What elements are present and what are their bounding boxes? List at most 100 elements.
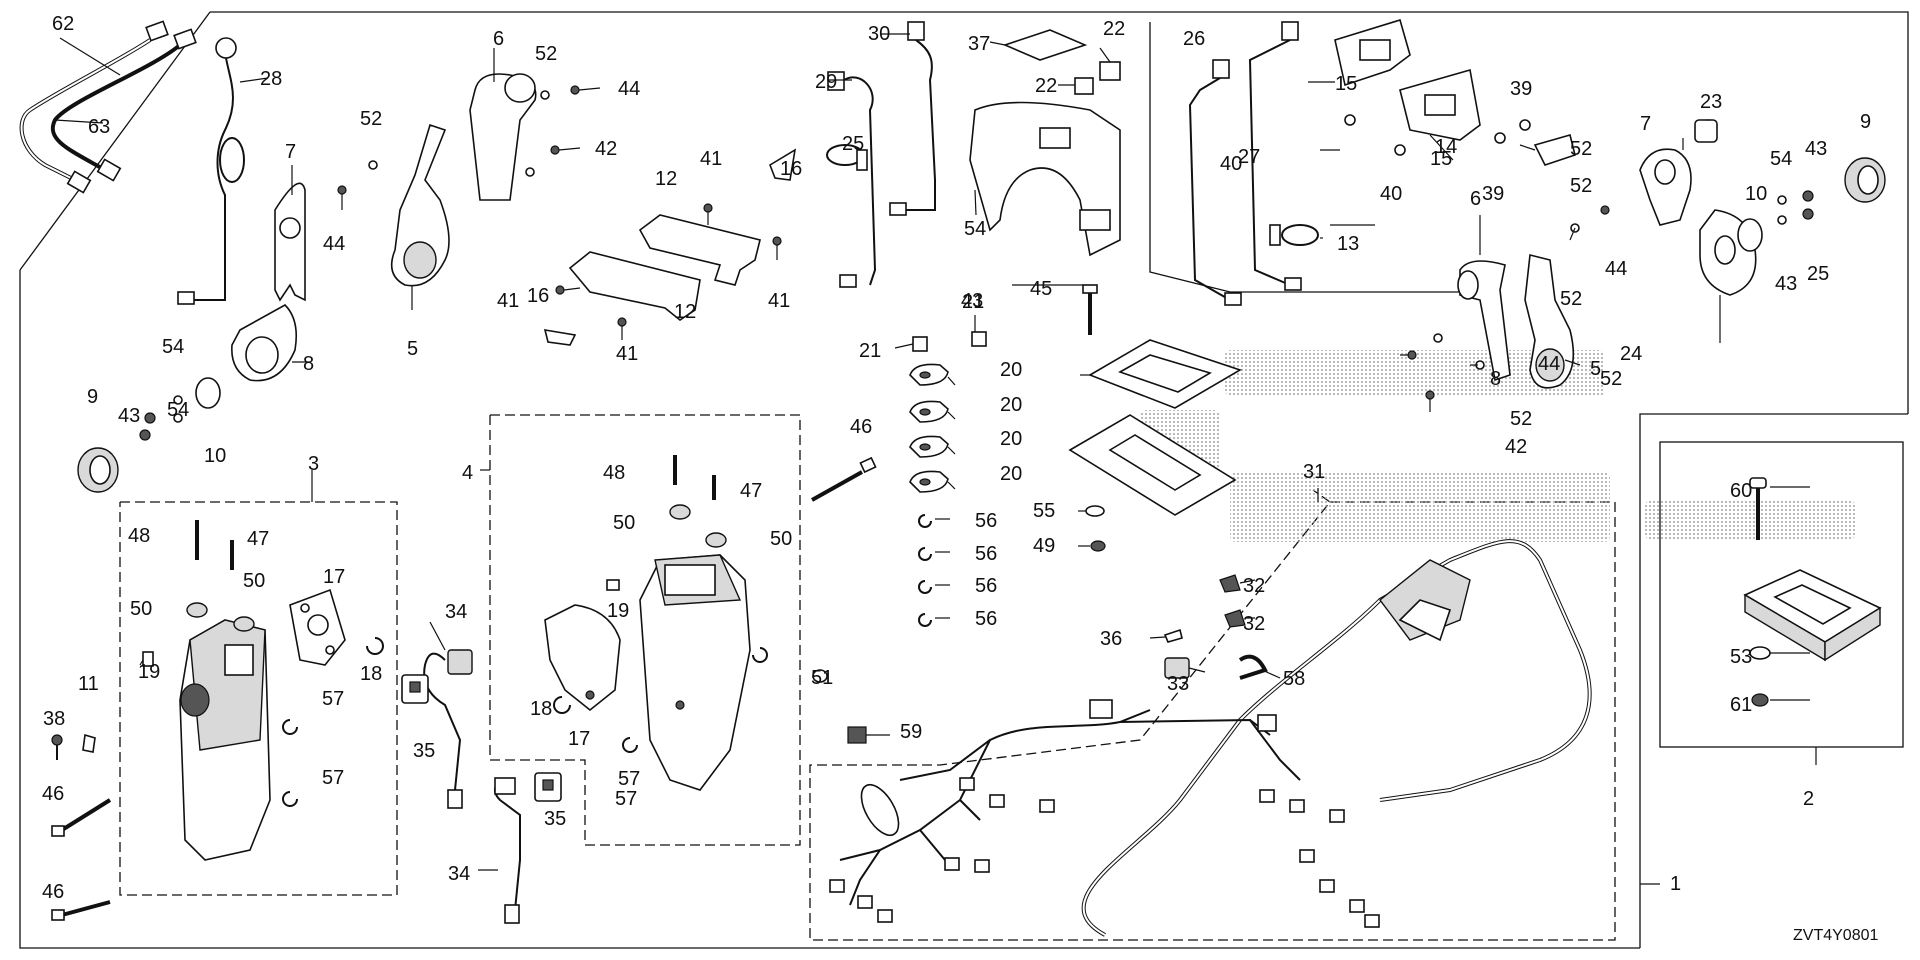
cable-tie-25-left [826,144,868,171]
clips-57-center [622,647,768,753]
clip-23 [1694,119,1718,143]
part-number-label: 39 [1482,183,1504,205]
leader-lines [54,33,1817,885]
cover-14 [1533,134,1576,166]
washer-53-nut-61 [1749,646,1771,707]
ring-10-left [195,377,221,409]
part-number-label: 25 [842,133,864,155]
cable-62 [19,20,169,194]
part-number-label: 21 [859,340,881,362]
part-number-label: 43 [961,290,983,312]
part-number-label: 36 [1100,628,1122,650]
part-number-label: 12 [674,301,696,323]
part-number-label: 52 [1570,138,1592,160]
plate-37 [1002,29,1088,61]
bracket-15-upper [1334,18,1411,87]
clips-21 [912,331,987,352]
part-number-label: 40 [1380,183,1402,205]
part-number-label: 44 [618,78,640,100]
part-number-label: 10 [1745,183,1767,205]
part-number-label: 22 [1035,75,1057,97]
part-number-label: 52 [1510,408,1532,430]
part-number-label: 42 [1505,436,1527,458]
part-number-label: 24 [1620,343,1642,365]
assembly-1-frame [809,501,1616,941]
harness-29-30 [827,21,936,288]
clip-36 [1163,628,1183,643]
bracket-7-right [1639,148,1692,226]
harness-subframe [1149,22,1495,293]
part-number-label: 56 [975,608,997,630]
watermark [1140,350,1855,542]
part-number-label: 35 [544,808,566,830]
plate-12-lower [568,251,701,321]
part-number-label: 32 [1243,613,1265,635]
ring-9-left [77,447,119,493]
part-number-label: 25 [1807,263,1829,285]
assembly-3-frame [119,501,398,896]
control-box-3 [179,619,271,861]
part-number-label: 43 [1805,138,1827,160]
part-number-label: 16 [527,285,549,307]
bolt-38-clip-11 [51,733,96,760]
part-number-label: 50 [613,512,635,534]
part-number-label: 42 [595,138,617,160]
part-number-label: 52 [1600,368,1622,390]
clips-56 [918,514,932,627]
bolt-46-center [811,456,877,502]
part-number-label: 35 [413,740,435,762]
part-number-label: 15 [1430,148,1452,170]
fasteners-top-left [337,85,601,210]
part-number-label: 4 [462,462,473,484]
part-number-label: 43 [118,405,140,427]
main-frame-right-step [1639,413,1908,948]
clip-22 [1074,61,1121,95]
part-number-label: 57 [322,767,344,789]
clips-57-left [282,719,298,807]
part-number-label: 20 [1000,394,1022,416]
part-number-label: 39 [1510,78,1532,100]
part-number-label: 18 [530,698,552,720]
part-number-label: 52 [360,108,382,130]
part-number-label: 48 [603,462,625,484]
part-number-label: 50 [770,528,792,550]
clamp-58 [1238,654,1268,680]
studs-48-47-left [195,520,234,570]
part-number-label: 49 [1033,535,1055,557]
part-number-label: 52 [1560,288,1582,310]
part-number-label: 62 [52,13,74,35]
part-number-label: 57 [618,768,640,790]
part-number-label: 46 [42,783,64,805]
part-number-label: 8 [1490,368,1501,390]
part-number-label: 33 [1167,673,1189,695]
connector-59 [847,726,867,744]
part-number-label: 52 [1570,175,1592,197]
part-number-label: 41 [497,290,519,312]
part-number-label: 6 [493,28,504,50]
part-number-label: 34 [448,863,470,885]
part-number-label: 56 [975,575,997,597]
cover-8-left [231,304,298,382]
nuts-50-left [186,602,255,632]
bolt-45 [1082,284,1098,335]
part-number-label: 43 [1775,273,1797,295]
part-number-label: 16 [780,158,802,180]
part-number-label: 45 [1030,278,1052,300]
part-number-label: 40 [1220,153,1242,175]
plate-17-center [544,604,621,712]
assembly-4-frame [489,414,801,846]
part-number-label: 2 [1803,788,1814,810]
part-number-label: 50 [243,570,265,592]
part-number-label: 22 [1103,18,1125,40]
part-number-label: 54 [964,218,986,240]
part-number-label: 51 [811,667,833,689]
spacer-block [1743,569,1882,662]
switch-35-upper [401,674,429,704]
clips-32 [1219,574,1246,628]
part-number-label: 34 [445,601,467,623]
part-number-label: 56 [975,543,997,565]
bracket-7-left [274,182,306,302]
